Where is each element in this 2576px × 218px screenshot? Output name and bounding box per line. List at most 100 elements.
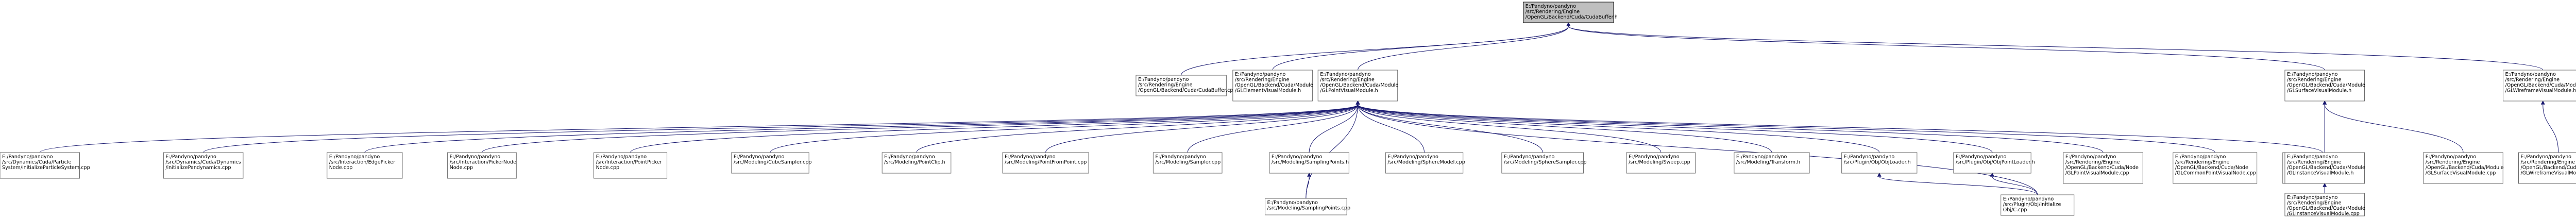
graph-node[interactable]: E:/Pandyno/pandyno/src/Rendering/Engine/… bbox=[2284, 152, 2365, 184]
graph-node[interactable]: E:/Pandyno/pandyno/src/Rendering/Engine/… bbox=[2502, 70, 2576, 102]
node-label-line: /OpenGL/Backend/Cuda/Module bbox=[1235, 82, 1313, 88]
graph-node[interactable]: E:/Pandyno/pandyno/src/Modeling/Transfor… bbox=[1734, 152, 1810, 174]
node-box bbox=[594, 152, 668, 179]
graph-node[interactable]: E:/Pandyno/pandyno/src/Dynamics/Cuda/Par… bbox=[0, 152, 90, 179]
node-box bbox=[1269, 152, 1349, 174]
dependency-edge bbox=[1566, 22, 2544, 71]
node-label-line: /OpenGL/Backend/Cuda/Node bbox=[2175, 165, 2248, 171]
node-label-line: /src/Modeling/SamplingPoints.h bbox=[1272, 160, 1349, 165]
node-label-line: E:/Pandyno/pandyno bbox=[596, 154, 647, 160]
node-box bbox=[2423, 152, 2503, 184]
node-label-line: /src/Rendering/Engine bbox=[2287, 77, 2342, 83]
edge-line bbox=[203, 104, 1358, 153]
dependency-edge bbox=[1355, 100, 2038, 195]
node-box bbox=[2063, 152, 2143, 184]
edge-line bbox=[1357, 104, 1543, 153]
graph-node[interactable]: E:/Pandyno/pandyno/src/Modeling/PointCli… bbox=[882, 152, 952, 174]
node-label-line: /src/Interaction/EdgePicker bbox=[329, 160, 396, 165]
dependency-edge bbox=[1306, 100, 1360, 199]
node-label-line: E:/Pandyno/pandyno bbox=[165, 154, 216, 160]
graph-node[interactable]: E:/Pandyno/pandyno/src/Rendering/Engine/… bbox=[1232, 70, 1313, 102]
node-label-line: E:/Pandyno/pandyno bbox=[1526, 4, 1577, 9]
graph-node[interactable]: E:/Pandyno/pandyno/src/Modeling/Sampling… bbox=[1269, 152, 1349, 174]
node-label-line: /src/Modeling/SphereSampler.cpp bbox=[1504, 160, 1587, 165]
graph-node[interactable]: E:/Pandyno/pandyno/src/Dynamics/Cuda/Dyn… bbox=[163, 152, 244, 179]
node-label-line: E:/Pandyno/pandyno bbox=[1387, 154, 1438, 160]
edge-line bbox=[2324, 104, 2464, 153]
graph-node[interactable]: E:/Pandyno/pandyno/src/Plugin/Obj/ObjLoa… bbox=[1841, 152, 1918, 174]
node-label-line: E:/Pandyno/pandyno bbox=[1844, 154, 1895, 160]
node-label-line: /OpenGL/Backend/Cuda/Module bbox=[1320, 82, 1398, 88]
node-label-line: /GLWireframeVisualModule.cpp bbox=[2520, 171, 2576, 176]
node-label-line: /src/Modeling/Transform.h bbox=[1736, 160, 1800, 165]
edge-line bbox=[1045, 104, 1358, 153]
node-label-line: /src/Rendering/Engine bbox=[1138, 82, 1193, 88]
node-label-line: E:/Pandyno/pandyno bbox=[1272, 154, 1323, 160]
graph-node[interactable]: E:/Pandyno/pandyno/src/Modeling/SphereSa… bbox=[1501, 152, 1587, 174]
node-label-line: /GLPointVisualModule.h bbox=[1320, 88, 1378, 94]
node-box bbox=[2001, 194, 2075, 216]
node-box bbox=[1002, 152, 1089, 174]
graph-node[interactable]: E:/Pandyno/pandyno/src/Modeling/Sampler.… bbox=[1153, 152, 1223, 174]
graph-node[interactable]: E:/Pandyno/pandyno/src/Rendering/Engine/… bbox=[2518, 152, 2576, 184]
node-label-line: /OpenGL/Backend/Cuda/Module bbox=[2287, 165, 2365, 171]
node-label-line: /src/Rendering/Engine bbox=[1320, 77, 1375, 83]
node-label-line: /OpenGL/Backend/Cuda/Module bbox=[2287, 82, 2365, 88]
graph-node[interactable]: E:/Pandyno/pandyno/src/Rendering/Engine/… bbox=[2063, 152, 2143, 184]
edge-arrowhead bbox=[1990, 172, 1995, 177]
node-label-line: /OpenGL/Backend/Cuda/CudaBuffer.h bbox=[1526, 14, 1618, 20]
edge-line bbox=[1357, 104, 1662, 153]
dependency-edge bbox=[630, 100, 1360, 153]
node-label-line: /src/Interaction/PickerNode bbox=[450, 160, 516, 165]
dependency-edge bbox=[1045, 100, 1360, 153]
edge-line bbox=[1357, 26, 1569, 71]
node-label-line: /src/Rendering/Engine bbox=[2287, 160, 2342, 165]
graph-node[interactable]: E:/Pandyno/pandyno/src/Modeling/Sampling… bbox=[1265, 198, 1351, 215]
node-label-line: E:/Pandyno/pandyno bbox=[1155, 154, 1206, 160]
node-box bbox=[447, 152, 517, 179]
dependency-edge bbox=[2323, 182, 2327, 193]
node-box bbox=[1232, 70, 1313, 102]
graph-node[interactable]: E:/Pandyno/pandyno/src/Modeling/SphereMo… bbox=[1385, 152, 1465, 174]
node-label-line: /initializePandynamics.cpp bbox=[165, 165, 231, 171]
node-label-line: E:/Pandyno/pandyno bbox=[2287, 154, 2338, 160]
node-box bbox=[882, 152, 952, 174]
node-label-line: System/initializeParticleSystem.cpp bbox=[2, 165, 90, 171]
graph-node[interactable]: E:/Pandyno/pandyno/src/Rendering/Engine/… bbox=[1317, 70, 1398, 102]
dependency-edge bbox=[203, 100, 1360, 153]
node-label-line: /src/Rendering/Engine bbox=[1526, 9, 1580, 15]
graph-node[interactable]: E:/Pandyno/pandyno/src/Rendering/Engine/… bbox=[1136, 75, 1236, 96]
node-label-line: /src/Modeling/SamplingPoints.cpp bbox=[1267, 206, 1351, 211]
node-label-line: E:/Pandyno/pandyno bbox=[734, 154, 785, 160]
graph-node[interactable]: E:/Pandyno/pandyno/src/Plugin/Obj/Initia… bbox=[2001, 194, 2075, 216]
dependency-edge bbox=[1355, 100, 1993, 153]
dependency-edge bbox=[1306, 172, 1312, 199]
graph-node[interactable]: E:/Pandyno/pandyno/src/Rendering/Engine/… bbox=[1523, 2, 1618, 23]
dependency-edge bbox=[1181, 22, 1571, 76]
node-label-line: /src/Modeling/CubeSampler.cpp bbox=[734, 160, 812, 165]
graph-node[interactable]: E:/Pandyno/pandyno/src/Rendering/Engine/… bbox=[2423, 152, 2504, 184]
node-box bbox=[1136, 75, 1227, 96]
graph-node[interactable]: E:/Pandyno/pandyno/src/Modeling/Sweep.cp… bbox=[1626, 152, 1696, 174]
graph-node[interactable]: E:/Pandyno/pandyno/src/Interaction/Picke… bbox=[447, 152, 517, 179]
node-label-line: E:/Pandyno/pandyno bbox=[884, 154, 935, 160]
edge-line bbox=[1357, 104, 2104, 153]
graph-node[interactable]: E:/Pandyno/pandyno/src/Rendering/Engine/… bbox=[2173, 152, 2258, 184]
graph-node[interactable]: E:/Pandyno/pandyno/src/Interaction/Point… bbox=[594, 152, 668, 179]
graph-node[interactable]: E:/Pandyno/pandyno/src/Plugin/Obj/ObjPoi… bbox=[1953, 152, 2035, 174]
node-label-line: /GLElementVisualModule.h bbox=[1235, 88, 1301, 94]
node-label-line: /OpenGL/Backend/Cuda/Module bbox=[2505, 82, 2576, 88]
node-label-line: /OpenGL/Backend/Cuda/Module bbox=[2426, 165, 2504, 171]
node-label-line: E:/Pandyno/pandyno bbox=[1235, 72, 1286, 77]
graph-node[interactable]: E:/Pandyno/pandyno/src/Modeling/CubeSamp… bbox=[731, 152, 812, 174]
dependency-edge bbox=[481, 100, 1360, 153]
edge-arrowhead bbox=[2540, 100, 2545, 105]
graph-node[interactable]: E:/Pandyno/pandyno/src/Rendering/Engine/… bbox=[2284, 193, 2365, 217]
edge-line bbox=[1357, 104, 2038, 195]
graph-node[interactable]: E:/Pandyno/pandyno/src/Interaction/EdgeP… bbox=[327, 152, 403, 179]
graph-node[interactable]: E:/Pandyno/pandyno/src/Modeling/PointFro… bbox=[1002, 152, 1089, 174]
graph-node[interactable]: E:/Pandyno/pandyno/src/Rendering/Engine/… bbox=[2284, 70, 2365, 102]
node-label-line: /GLPointVisualModule.cpp bbox=[2065, 171, 2129, 176]
edge-line bbox=[1992, 176, 2038, 195]
node-label-line: E:/Pandyno/pandyno bbox=[1629, 154, 1680, 160]
